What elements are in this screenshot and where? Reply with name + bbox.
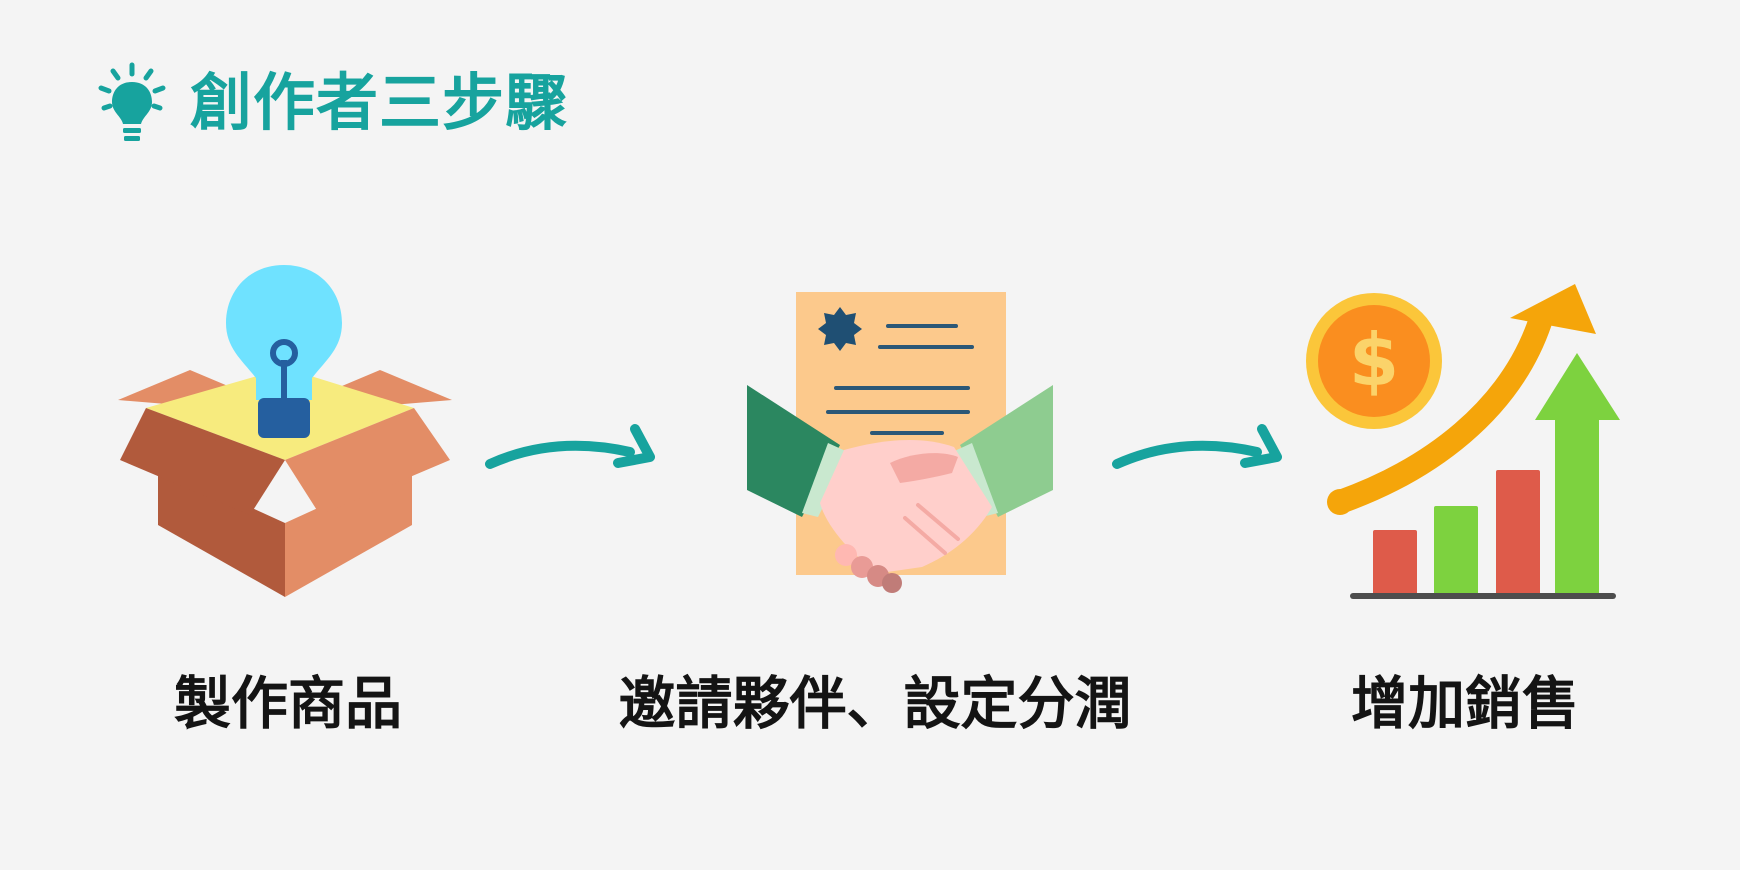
lightbulb-icon [98,62,166,141]
step-label-increase-sales: 增加銷售 [1351,671,1579,737]
arrow-right-icon [1112,424,1282,469]
step-label-make-product: 製作商品 [174,671,402,737]
arrow-right-icon [485,424,655,469]
svg-text:$: $ [1349,318,1399,402]
sales-growth-chart-icon: $ [1306,284,1620,599]
handshake-contract-icon [747,292,1053,593]
step-label-invite-partners: 邀請夥伴、設定分潤 [618,671,1132,737]
product-box-lightbulb-icon [118,265,452,597]
page-title: 創作者三步驟 [190,66,569,139]
header: 創作者三步驟 [96,62,568,144]
